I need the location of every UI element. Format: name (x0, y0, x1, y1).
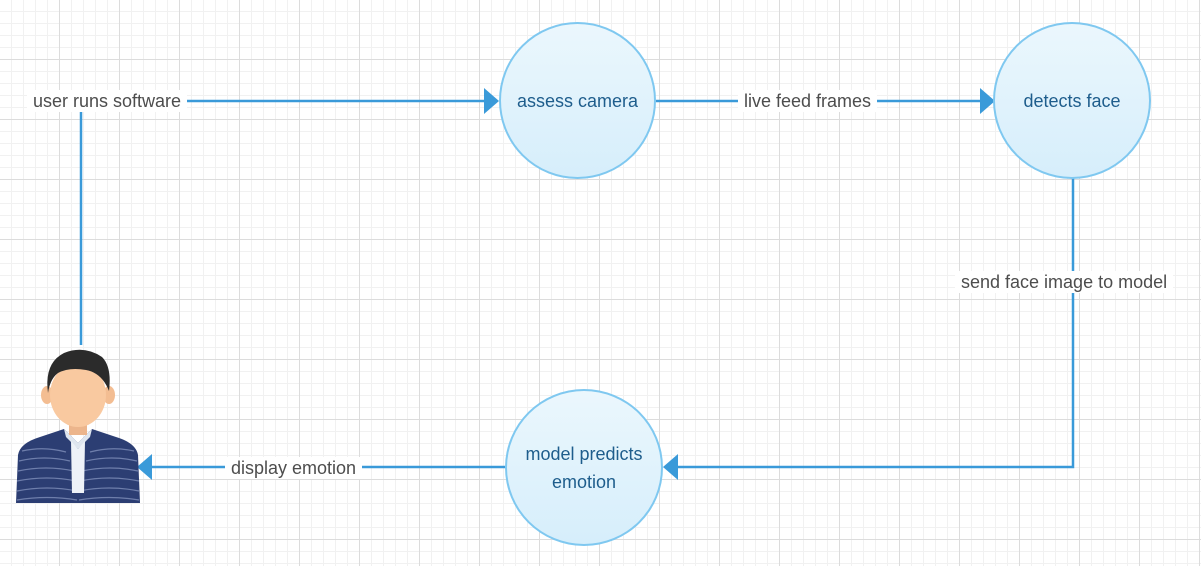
node-model-predicts-label-line1: model predicts (525, 443, 643, 464)
arrowhead-to-model-predicts (663, 454, 678, 480)
edge-label-send-face-image-to-model: send face image to model (955, 271, 1174, 293)
node-detects-face[interactable]: detects face (993, 22, 1151, 179)
user-undershirt (71, 441, 85, 493)
edge-label-display-emotion: display emotion (225, 457, 363, 479)
node-model-predicts-label-line2: emotion (551, 471, 617, 492)
user-avatar-icon[interactable] (14, 343, 142, 505)
edge-label-user-runs-software: user runs software (27, 90, 188, 112)
user-collar (64, 429, 92, 449)
shirt-stripes (16, 448, 140, 501)
node-assess-camera[interactable]: assess camera (499, 22, 656, 179)
edge-detects-face-to-model (678, 178, 1075, 469)
user-hair (47, 349, 110, 393)
edge-label-live-feed-frames: live feed frames (738, 90, 878, 112)
user-face (50, 363, 106, 427)
node-assess-camera-label: assess camera (516, 90, 639, 111)
node-detects-face-label: detects face (1023, 90, 1121, 111)
arrowhead-to-detects-face (980, 88, 995, 114)
arrowhead-to-user (137, 454, 152, 480)
arrowhead-to-assess-camera (484, 88, 499, 114)
edge-user-to-assess-camera (79, 99, 484, 345)
node-model-predicts-emotion[interactable]: model predicts emotion (505, 389, 663, 546)
user-ear-left (41, 386, 53, 404)
user-ear-right (103, 386, 115, 404)
